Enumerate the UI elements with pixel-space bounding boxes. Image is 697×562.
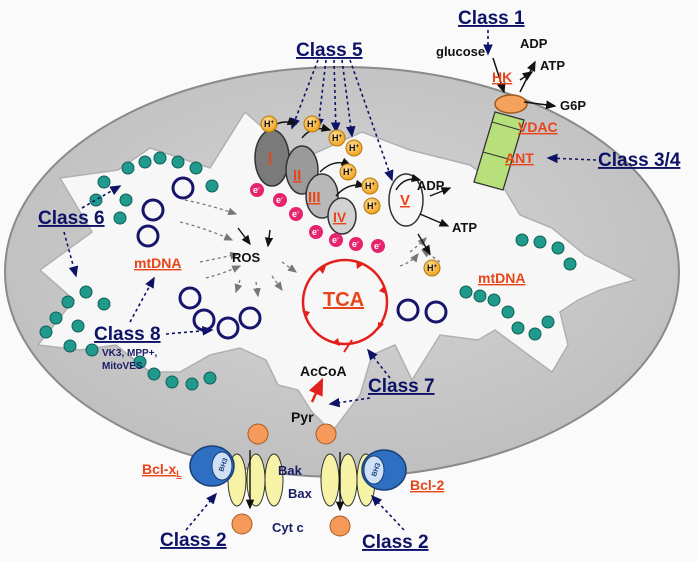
class8-agents-line1: VK3, MPP+, [102,348,158,359]
electron: e- [309,225,323,239]
tca-cycle [301,258,389,353]
bax-pore-complex: BH3 [315,423,407,537]
svg-text:H+: H+ [264,119,275,129]
complex-ii-label: II [293,167,301,184]
mtdna-beads-right [459,233,577,341]
class8-arrows [129,276,214,336]
proton: H+ [363,197,381,215]
flux-arrows [179,199,441,298]
complex-iv [327,197,357,235]
proton: H+ [303,115,321,133]
class2-left-label: Class 2 [160,530,227,551]
svg-text:e-: e- [312,227,319,237]
pyr-to-acoa-arrow [308,377,324,403]
matrix [36,110,638,434]
g6p-label: G6P [560,98,586,113]
bh3-left-label: BH3 [218,457,229,473]
svg-text:e-: e- [292,209,299,219]
bcl-xl-label: Bcl-xL [142,461,182,479]
electron: e- [371,239,385,253]
complex-v-label: V [400,192,410,209]
proton: H+ [328,129,346,147]
electron: e- [349,237,363,251]
svg-text:e-: e- [374,241,381,251]
ant-label: ANT [505,150,534,166]
electron: e- [329,233,343,247]
proton: H+ [339,163,357,181]
atp-top-label: ATP [540,58,565,73]
electron: e- [273,193,287,207]
class6-label: Class 6 [38,208,105,229]
adp-mid-label: ADP [417,178,445,193]
protons: H+ H+ H+ H+ H+ H+ H+ H+ [260,115,441,277]
vdac-ant-channel [473,94,528,191]
svg-text:H+: H+ [307,119,318,129]
electrons: e- e- e- e- e- e- e- [250,183,385,253]
svg-text:e-: e- [332,235,339,245]
class2-right-label: Class 2 [362,532,429,553]
proton: H+ [423,259,441,277]
tca-label: TCA [323,289,364,311]
bcl2-label: Bcl-2 [410,477,444,493]
cytc-ball-top-left [247,423,269,445]
mtdna-plasmids [136,176,448,340]
bak-label: Bak [278,463,303,478]
mtdna-left-label: mtDNA [134,255,181,271]
hk-enzyme [494,94,528,114]
class34-label: Class 3/4 [598,150,681,171]
bak-pore-complex: BH3 [189,423,284,535]
mtdna-right-label: mtDNA [478,270,525,286]
class5-arrows [290,59,394,182]
complex-iii-label: III [308,189,321,206]
class7-arrows [328,348,391,408]
class34-arrow [546,153,597,164]
cytc-label: Cyt c [272,520,304,535]
cytc-ball-bottom-right [329,515,351,537]
complex-i-label: I [268,149,272,166]
adp-top-label: ADP [520,36,548,51]
class8-label: Class 8 [94,324,161,345]
svg-text:H+: H+ [427,263,438,273]
proton: H+ [361,177,379,195]
svg-text:e-: e- [352,239,359,249]
svg-text:H+: H+ [332,133,343,143]
acoa-label: AcCoA [300,363,347,379]
svg-text:H+: H+ [343,167,354,177]
top-pathway-arrows [492,57,557,110]
svg-text:e-: e- [253,185,260,195]
atp-mid-label: ATP [452,220,477,235]
cytc-ball-top-right [315,423,337,445]
complex-iv-label: IV [333,209,347,225]
bax-label: Bax [288,486,313,501]
electron: e- [289,207,303,221]
pyr-label: Pyr [291,409,314,425]
class2-arrows [185,492,405,531]
class5-label: Class 5 [296,40,363,61]
proton: H+ [260,115,278,133]
class8-agents-line2: MitoVES [102,361,143,372]
hk-label: HK [492,69,512,85]
proton: H+ [345,139,363,157]
electron: e- [250,183,264,197]
class7-label: Class 7 [368,376,435,397]
svg-text:e-: e- [276,195,283,205]
vdac-label: VDAC [518,119,558,135]
bh3-right-label: BH3 [371,462,382,478]
glucose-label: glucose [436,44,485,59]
ros-label: ROS [232,250,261,265]
cytc-ball-bottom-left [231,513,253,535]
svg-text:H+: H+ [367,201,378,211]
class1-label: Class 1 [458,8,525,29]
svg-text:H+: H+ [349,143,360,153]
svg-text:H+: H+ [365,181,376,191]
class6-arrows [63,185,122,278]
mtdna-beads-left [39,151,219,391]
